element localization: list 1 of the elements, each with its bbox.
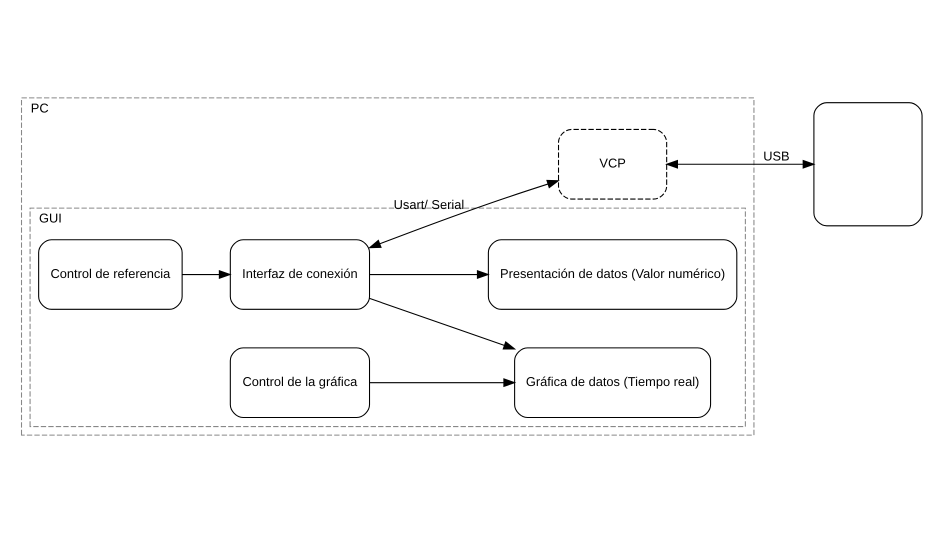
edge-label: USB xyxy=(763,148,790,164)
